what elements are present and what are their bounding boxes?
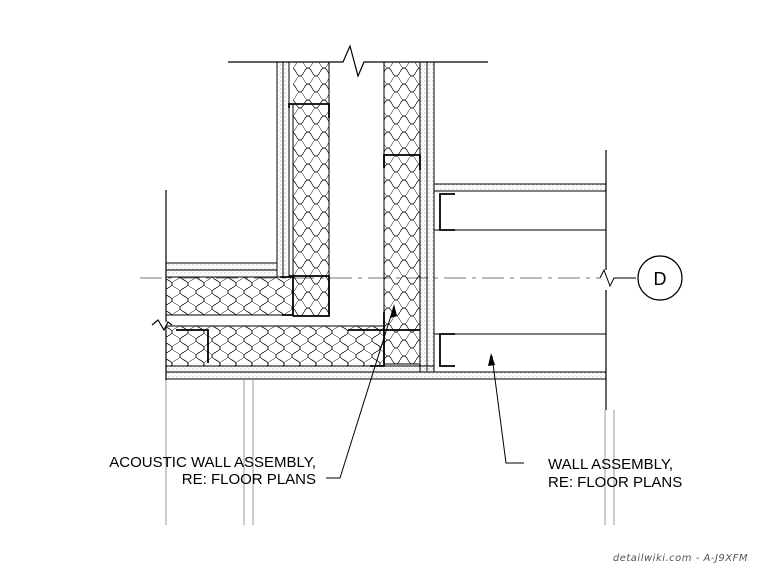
- acoustic-wall-right-leaf: [383, 61, 435, 373]
- horizontal-wall-upper: [165, 262, 294, 316]
- wall-label-line2: RE: FLOOR PLANS: [548, 474, 682, 491]
- wall-label-line1: WALL ASSEMBLY,: [548, 456, 673, 473]
- grid-tag: D: [654, 269, 667, 289]
- grid-bubble: D: [637, 255, 683, 301]
- acoustic-label-line1: ACOUSTIC WALL ASSEMBLY,: [109, 454, 316, 471]
- top-break-line: [228, 44, 488, 78]
- leader-lines: [326, 305, 524, 479]
- watermark: detailwiki.com - A-J9XFM: [613, 553, 748, 564]
- acoustic-label-line2: RE: FLOOR PLANS: [182, 471, 316, 488]
- leader-arrow-acoustic: [390, 304, 397, 318]
- reference-lines: [165, 380, 615, 525]
- wall-assembly-right: [433, 150, 607, 410]
- leader-arrow-wall: [488, 353, 495, 366]
- acoustic-wall-left-leaf: [276, 61, 330, 317]
- horizontal-wall-lower: [165, 325, 607, 380]
